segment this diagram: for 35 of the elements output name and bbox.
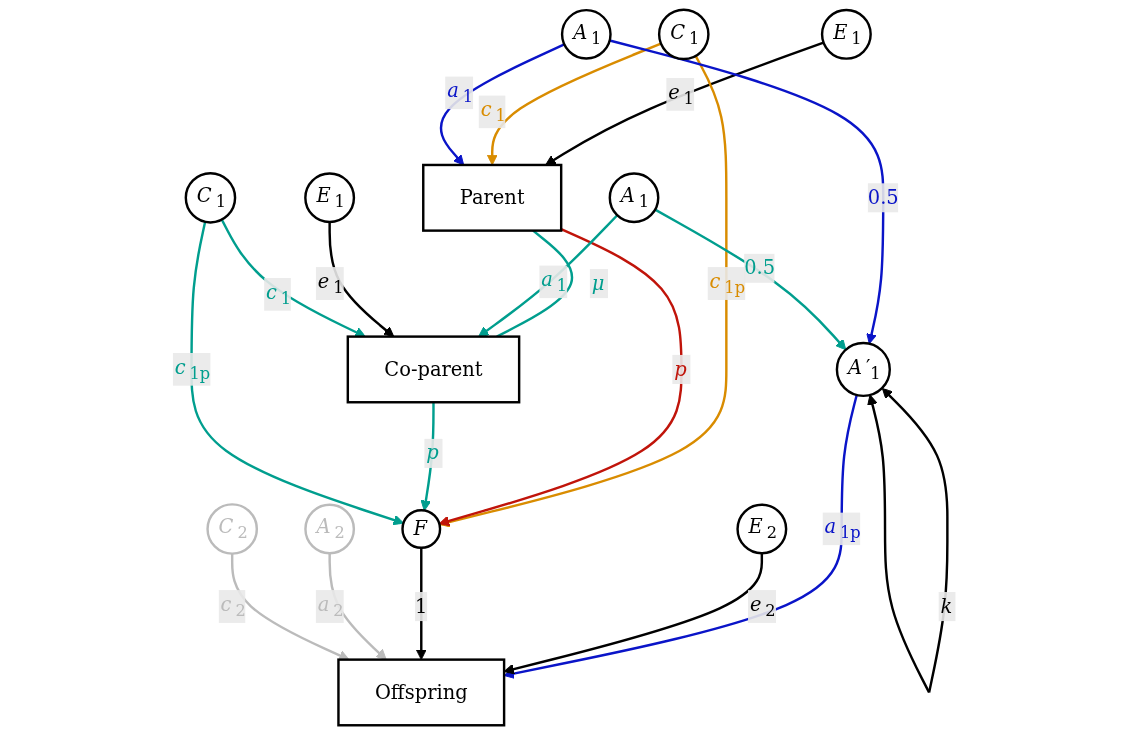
node-circle: E$_{2}$ <box>736 503 788 555</box>
node-circle: A$_{2}$ <box>304 503 356 555</box>
node-box: Parent <box>422 163 563 232</box>
arrow <box>609 39 885 345</box>
edge-label: 0.5 <box>744 256 776 280</box>
edge-label: c$_{1}$ <box>266 280 292 308</box>
edge-label: e$_{1}$ <box>668 80 694 108</box>
edge-label: e$_{2}$ <box>749 592 776 620</box>
edge-label: p <box>674 357 687 381</box>
arrow <box>654 208 847 351</box>
edge-label: μ <box>591 271 605 295</box>
node-box: Offspring <box>337 658 506 727</box>
edge-label: 0.5 <box>867 185 899 209</box>
edge-label: e$_{1}$ <box>317 269 344 297</box>
node-circle: E$_{1}$ <box>304 172 356 224</box>
edge-label: a$_{1p}$ <box>824 514 861 542</box>
node-circle: E$_{1}$ <box>820 8 872 60</box>
edge-label: p <box>426 441 439 465</box>
arrow <box>439 55 728 528</box>
node-circle: C$_{2}$ <box>206 503 259 555</box>
edge-label: a$_{1}$ <box>447 78 473 106</box>
arrow <box>438 227 683 527</box>
edge-label: a$_{1}$ <box>541 267 568 295</box>
edge-label: c$_{1p}$ <box>174 355 211 383</box>
edge-label: 1 <box>415 594 428 618</box>
node-circle: C$_{1}$ <box>184 171 237 224</box>
node-circle: C$_{1}$ <box>657 8 710 61</box>
node-circle: F <box>401 509 442 549</box>
edge-label: k <box>940 594 953 618</box>
node-circle: A$_{1}$ <box>608 172 660 224</box>
edge-label: c$_{1}$ <box>480 97 506 125</box>
edge-label: c$_{1p}$ <box>709 269 746 297</box>
node-circle: A′$_{1}$ <box>835 341 891 398</box>
node-circle: A$_{1}$ <box>560 8 612 60</box>
node-box: Co-parent <box>346 335 521 404</box>
